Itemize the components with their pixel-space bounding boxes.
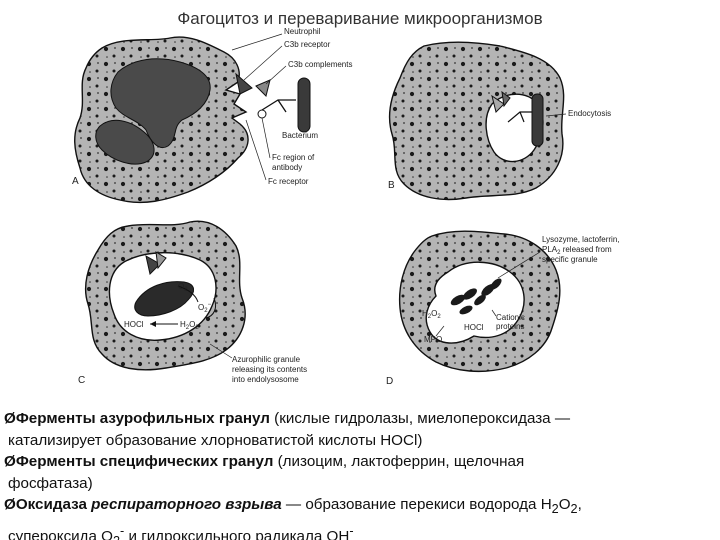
granule-fusion-c <box>205 297 217 319</box>
arrow-o2-c <box>177 285 199 303</box>
bullet-3-comma: , <box>577 496 582 513</box>
label-cationic-1: Cationic <box>496 313 525 322</box>
neutrophil-cell-d <box>398 230 561 373</box>
bacteria-cluster-d <box>450 278 502 315</box>
label-fc-region-1: Fc region of <box>272 153 315 162</box>
panel-b: Endocytosis B <box>388 41 611 201</box>
label-lysozyme-3: specific granule <box>542 255 598 264</box>
c3b-receptor-b <box>491 94 505 113</box>
bullet-3-mid: O <box>558 496 571 513</box>
bullet-3-bold-italic: респираторного взрыва <box>91 496 282 513</box>
label-c3b-receptor: C3b receptor <box>284 40 331 49</box>
fc-region-a <box>257 109 267 119</box>
label-lysozyme-1: Lysozyme, lactoferrin, <box>542 235 620 244</box>
label-o2-minus-c: O2− <box>198 302 212 314</box>
label-hocl-c: HOCl <box>124 320 144 329</box>
bullet-marker: Ø <box>4 453 16 470</box>
label-line-b <box>545 113 567 117</box>
bullet-1-rest: (кислые гидролазы, миелопероксидаза — <box>269 410 571 427</box>
c3b-complement-c <box>155 251 167 270</box>
bacterium-c <box>134 281 194 317</box>
bullet-2-bold: Ферменты специфических гранул <box>15 453 274 470</box>
c3b-receptor-a <box>235 72 253 95</box>
bullet-3-line2-a: супероксида O <box>8 527 113 540</box>
bacterium-a <box>297 77 311 133</box>
phagocytosis-diagram: Neutrophil C3b receptor C3b complements … <box>72 27 620 387</box>
label-c3b-complements: C3b complements <box>288 60 352 69</box>
label-hocl-d: HOCl <box>464 323 484 332</box>
neutrophil-cell-b <box>388 41 565 201</box>
panel-letter-b: B <box>388 180 395 191</box>
nucleus-a <box>110 58 211 148</box>
antibody-a <box>261 99 296 113</box>
panel-d: Lysozyme, lactoferrin, PLA2 released fro… <box>386 230 620 387</box>
label-o2-c: O2 <box>178 282 188 293</box>
bullet-3-line2-sup2: - <box>349 523 354 538</box>
panel-a: Neutrophil C3b receptor C3b complements … <box>72 27 352 204</box>
bullet-3-line2-sub: 2 <box>113 534 120 540</box>
bullet-3-bold: Оксидаза <box>15 496 92 513</box>
panel-letter-c: C <box>78 375 85 386</box>
bullet-marker: Ø <box>4 410 16 427</box>
arrowhead-hocl-c <box>150 321 156 327</box>
label-fc-receptor: Fc receptor <box>268 177 309 186</box>
bullet-3-sub1: 2 <box>551 502 559 517</box>
bullet-3-rest: — образование перекиси водорода H <box>281 496 552 513</box>
label-endocytosis: Endocytosis <box>568 109 611 118</box>
label-neutrophil: Neutrophil <box>284 27 321 36</box>
label-mpo-d: MPO <box>424 335 442 344</box>
label-lysozyme-2: PLA2 released from <box>542 245 612 256</box>
nucleus-lobe-a <box>95 119 155 165</box>
label-azurophilic-1: Azurophilic granule <box>232 355 301 364</box>
bullet-2-rest: (лизоцим, лактоферрин, щелочная <box>273 453 525 470</box>
c3b-complement-b <box>501 90 511 108</box>
bullet-3-line2-b: и гидроксильного радикала OH <box>124 527 350 540</box>
bullet-oxidase: ØОксидаза респираторного взрыва — образо… <box>4 494 716 521</box>
panel-letter-d: D <box>386 376 393 387</box>
bullet-3-line2: супероксида O2- и гидроксильного радикал… <box>4 521 716 540</box>
panel-c: O2 O2− HOCl H2O2 Azurophilic granule rel… <box>78 220 307 386</box>
label-azurophilic-3: into endolysosome <box>232 375 299 384</box>
antibody-b <box>507 111 532 123</box>
bacterium-b <box>531 93 544 147</box>
slide-title: Фагоцитоз и переваривание микроорганизмо… <box>177 9 543 28</box>
bullet-specific: ØФерменты специфических гранул (лизоцим,… <box>4 451 716 473</box>
bullet-3-line2-sup: - <box>120 523 125 538</box>
label-azurophilic-2: releasing its contents <box>232 365 307 374</box>
bullet-2-line2: фосфатаза) <box>8 474 93 492</box>
bullet-1-bold: Ферменты азурофильных гранул <box>15 410 270 427</box>
label-line-c <box>209 343 233 359</box>
neutrophil-cell-c <box>84 220 246 371</box>
c3b-receptor-c <box>145 255 161 275</box>
label-h2o2-c: H2O2 <box>180 320 199 331</box>
label-fc-region-2: antibody <box>272 163 302 172</box>
bullet-marker: Ø <box>4 496 16 513</box>
bullet-1-line2: катализирует образование хлорноватистой … <box>8 431 423 449</box>
panel-letter-a: A <box>72 176 79 187</box>
bullet-list: ØФерменты азурофильных гранул (кислые ги… <box>4 408 716 540</box>
label-cationic-2: proteins <box>496 322 524 331</box>
label-bacterium: Bacterium <box>282 131 318 140</box>
label-lines-d <box>435 251 541 337</box>
label-lines-a <box>231 33 287 181</box>
bullet-azurophilic: ØФерменты азурофильных гранул (кислые ги… <box>4 408 716 430</box>
bullet-3-sub2: 2 <box>570 502 578 517</box>
label-h2o2-d: H2O2 <box>422 309 441 320</box>
